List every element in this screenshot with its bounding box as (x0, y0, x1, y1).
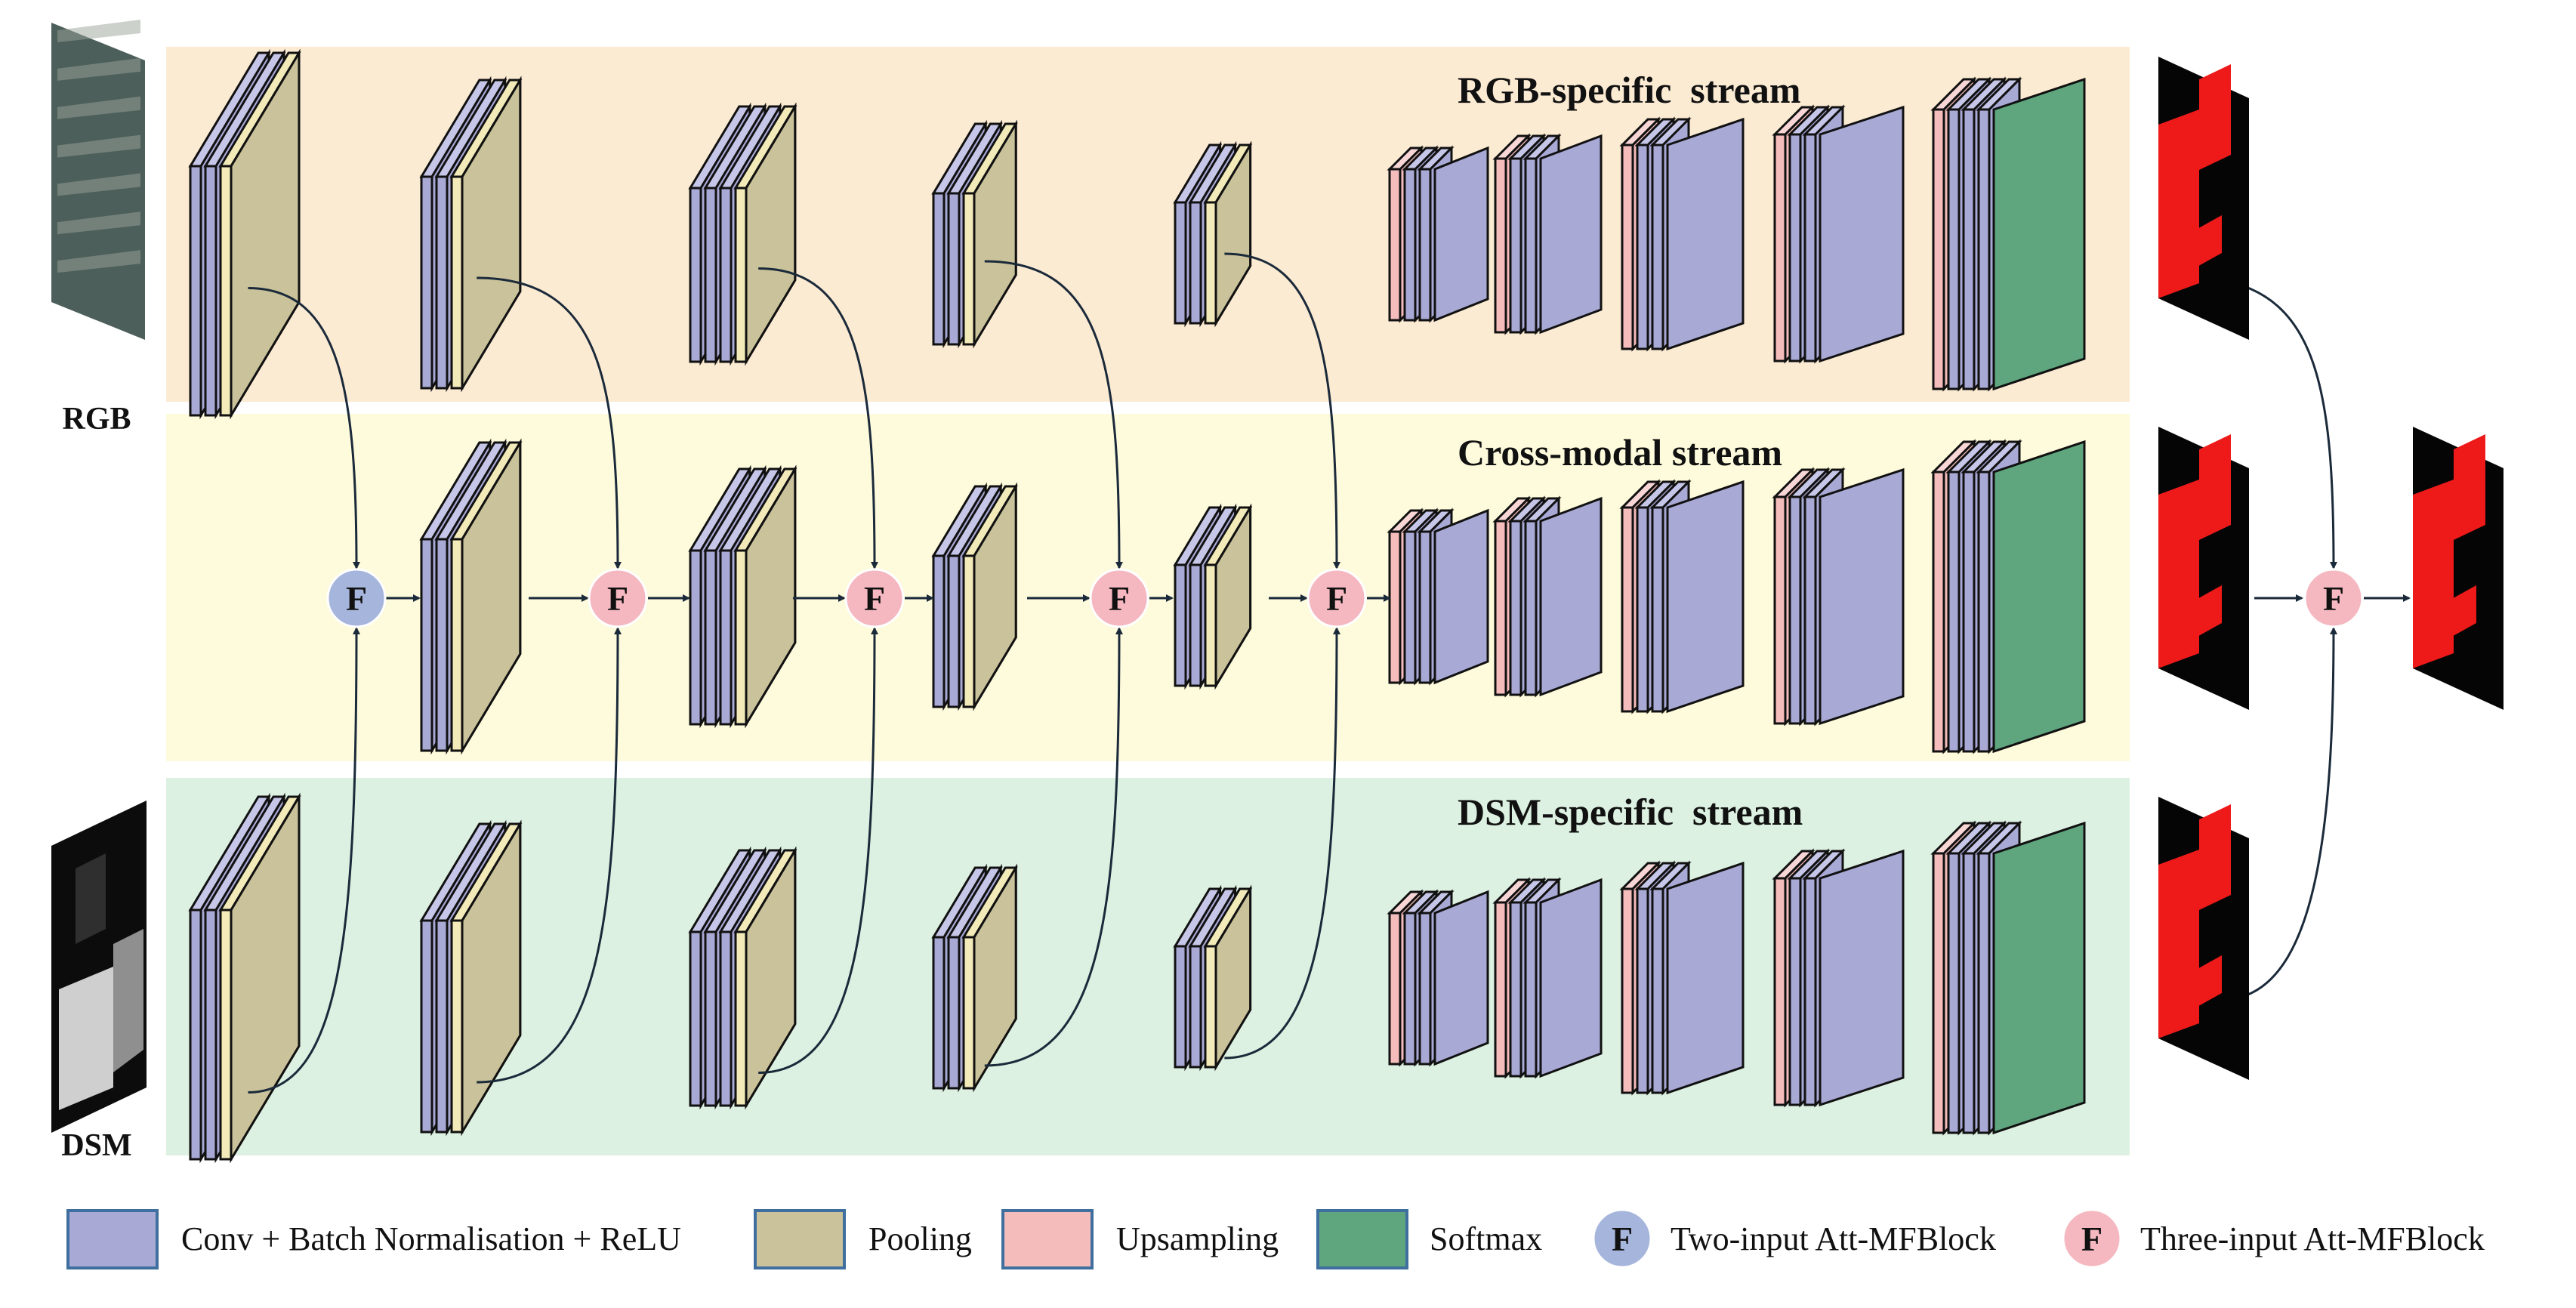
dsm-prediction-image (2158, 797, 2249, 1080)
cross-decoder-1-conv-face (1433, 508, 1489, 685)
legend-three-input-node-letter: F (2081, 1220, 2102, 1258)
dsm-encoder-2-pooling-face (461, 819, 522, 1137)
dsm-skip-arrow (1224, 627, 1340, 1060)
dsm-input-image (51, 801, 147, 1133)
dsm-skip-arrow (984, 627, 1123, 1067)
legend-swatch-conv (66, 1209, 159, 1269)
legend-label-two-input: Two-input Att-MFBlock (1671, 1220, 1996, 1257)
dsm-skip-arrow (248, 627, 360, 1094)
rgb-encoder-4-pooling-face (973, 119, 1017, 349)
dsm-skip-arrow (758, 627, 878, 1074)
cross-encoder-4-pooling-face (973, 482, 1017, 711)
cross-decoder-3-conv-face (1666, 480, 1745, 714)
dsm-encoder-4-pooling-face (973, 863, 1017, 1093)
rgb-skip-arrow (477, 276, 622, 569)
cross-encoder-2-pooling-face (461, 438, 522, 755)
cross-stream-title: Cross-modal stream (1458, 431, 1782, 474)
three-input-fusion-node: F (844, 568, 905, 628)
cross-prediction-image (2158, 427, 2249, 710)
legend-two-input-node-icon (1592, 1208, 1652, 1269)
dsm-decoder-3-conv-face (1666, 861, 1745, 1095)
cross-decoder-4-conv-face (1819, 467, 1905, 726)
cross-decoder-2-conv-face (1539, 496, 1603, 697)
legend-swatch-softmax (1316, 1209, 1408, 1269)
dsm-encoder-3-pooling-face (745, 846, 797, 1110)
rgb-prediction-image (2158, 57, 2249, 340)
legend-two-input-node-letter: F (1612, 1220, 1633, 1258)
fused-prediction-image (2413, 427, 2504, 710)
fusion-node-letter: F (346, 579, 367, 618)
dsm-input-label: DSM (61, 1128, 131, 1163)
rgb-decoder-5-softmax-face (1992, 77, 2086, 391)
legend-swatch-pooling (754, 1209, 846, 1269)
rgb-output-arrow (2216, 278, 2337, 569)
fusion-node-letter: F (1109, 579, 1130, 618)
rgb-skip-arrow (1224, 252, 1340, 569)
rgb-decoder-3-conv-face (1666, 117, 1745, 351)
rgb-stream-title: RGB-specific stream (1458, 69, 1801, 111)
fusion-node-letter: F (607, 579, 628, 618)
final-three-input-fusion-node: F (2303, 568, 2364, 628)
rgb-encoder-2-pooling-face (461, 76, 522, 393)
rgb-encoder-5-pooling-face (1214, 140, 1252, 328)
rgb-skip-arrow (248, 287, 360, 569)
rgb-input-label: RGB (62, 402, 131, 437)
legend-label-three-input: Three-input Att-MFBlock (2140, 1220, 2485, 1257)
legend-three-input-node-icon (2062, 1208, 2122, 1269)
rgb-decoder-2-conv-face (1539, 134, 1603, 335)
cross-encoder-5-pooling-face (1214, 503, 1252, 690)
rgb-input-image (51, 20, 145, 340)
cross-decoder-5-softmax-face (1992, 440, 2086, 754)
fusion-node-letter: F (2323, 579, 2344, 618)
rgb-decoder-1-conv-face (1433, 146, 1489, 322)
fusion-node-letter: F (1326, 579, 1347, 618)
cross-encoder-3-pooling-face (745, 464, 797, 729)
dsm-stream-title: DSM-specific stream (1458, 791, 1803, 833)
three-input-fusion-node: F (1089, 568, 1149, 628)
dsm-decoder-1-conv-face (1433, 890, 1489, 1066)
dsm-skip-arrow (477, 627, 622, 1084)
rgb-skip-arrow (984, 260, 1123, 569)
three-input-fusion-node: F (588, 568, 648, 628)
dsm-encoder-5-pooling-face (1214, 884, 1252, 1072)
dsm-decoder-5-softmax-face (1992, 821, 2086, 1135)
rgb-decoder-4-conv-face (1819, 105, 1905, 363)
legend-label-pooling: Pooling (868, 1220, 972, 1257)
legend-swatch-upsampling (1001, 1209, 1094, 1269)
legend: Conv + Batch Normalisation + ReLU Poolin… (66, 1208, 2485, 1269)
dsm-output-arrow (2241, 627, 2337, 998)
two-input-fusion-node: F (326, 568, 387, 628)
rgb-skip-arrow (758, 267, 878, 569)
dsm-decoder-4-conv-face (1819, 849, 1905, 1107)
dsm-encoder-1-pooling-face (230, 792, 301, 1164)
three-input-fusion-node: F (1307, 568, 1367, 628)
legend-label-upsampling: Upsampling (1116, 1220, 1279, 1257)
dsm-decoder-2-conv-face (1539, 878, 1603, 1078)
fusion-node-letter: F (864, 579, 885, 618)
rgb-encoder-3-pooling-face (745, 102, 797, 366)
legend-label-conv: Conv + Batch Normalisation + ReLU (181, 1220, 681, 1257)
legend-label-softmax: Softmax (1430, 1220, 1542, 1257)
